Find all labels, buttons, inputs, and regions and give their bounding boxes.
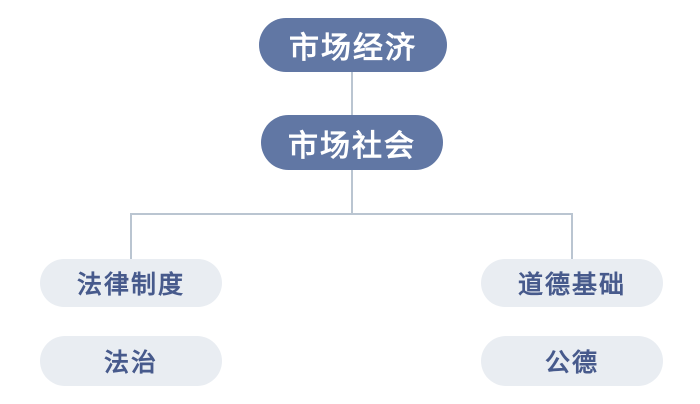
connector-drop-left bbox=[130, 213, 132, 261]
node-market-economy: 市场经济 bbox=[259, 18, 447, 72]
connector-drop-right bbox=[571, 213, 573, 261]
node-rule-of-law: 法治 bbox=[40, 336, 222, 386]
node-market-society: 市场社会 bbox=[261, 115, 443, 170]
connector-root-to-child bbox=[351, 71, 353, 116]
node-public-morality: 公德 bbox=[481, 336, 663, 386]
connector-child-stem bbox=[351, 169, 353, 214]
connector-branch-crossbar bbox=[130, 213, 573, 215]
node-legal-system: 法律制度 bbox=[40, 259, 222, 307]
node-moral-foundation: 道德基础 bbox=[481, 259, 663, 307]
